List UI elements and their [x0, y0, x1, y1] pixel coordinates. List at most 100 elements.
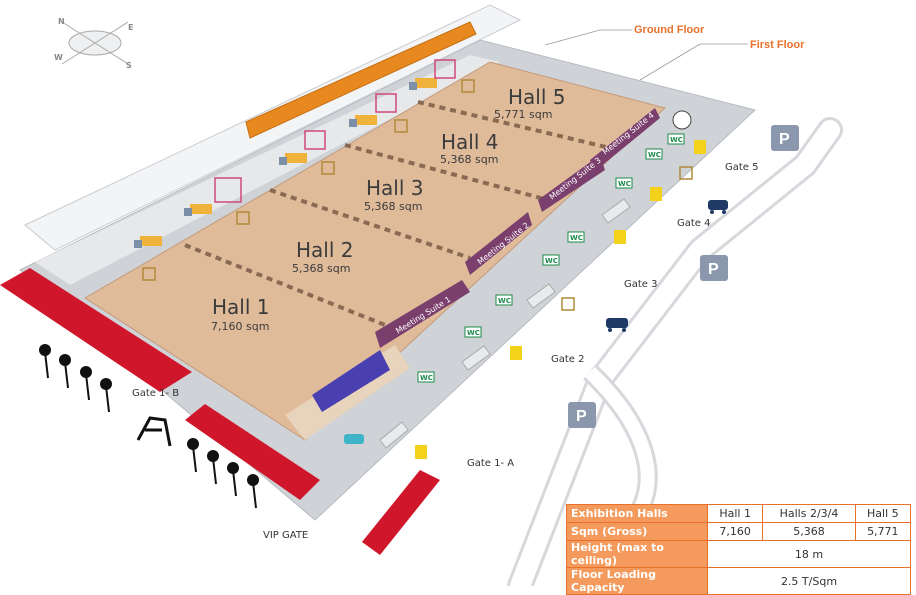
loading-dock-icon: [304, 130, 326, 150]
hall-5-name: Hall 5: [508, 85, 566, 109]
access-road-inner: [510, 120, 840, 586]
hall-5-area: 5,771 sqm: [494, 108, 552, 121]
gate-5-label: Gate 5: [725, 162, 759, 173]
table-row-label: Height (max to ceiling): [566, 540, 708, 568]
table-header-label: Exhibition Halls: [566, 504, 708, 523]
table-row: Floor Loading Capacity 2.5 T/Sqm: [566, 567, 911, 595]
registration-icon: [650, 187, 662, 201]
wc-marker: WC: [667, 133, 685, 145]
restaurant-icon: [561, 297, 575, 311]
palm-tree-icon: [187, 438, 199, 473]
escalator-icon: [461, 345, 491, 371]
svg-text:WC: WC: [648, 151, 661, 159]
table-header-cell: Hall 1: [706, 504, 764, 523]
red-strip-south: [185, 404, 320, 500]
security-icon: [672, 110, 692, 130]
svg-text:WC: WC: [618, 180, 631, 188]
side-road-inner: [585, 366, 655, 514]
vip-block: [312, 350, 390, 412]
escalator-icon: [379, 421, 409, 449]
wc-marker: WC: [417, 371, 435, 383]
wc-marker: WC: [464, 326, 482, 338]
palm-tree-icon: [247, 474, 259, 509]
palm-tree-icon: [207, 450, 219, 485]
table-row: Sqm (Gross) 7,160 5,368 5,771: [566, 522, 912, 541]
truck-icon: [184, 204, 212, 216]
sculpture-icon: [136, 416, 172, 447]
restaurant-icon: [461, 79, 475, 93]
gate-4-label: Gate 4: [677, 218, 711, 229]
compass-s: S: [126, 61, 132, 70]
palm-tree-icon: [100, 378, 112, 413]
hall-4-name: Hall 4: [441, 130, 499, 154]
first-floor-leader-d: [639, 43, 701, 81]
table-row-label: Sqm (Gross): [566, 522, 708, 541]
registration-icon: [694, 140, 706, 154]
compass-icon: N E S W: [54, 17, 133, 70]
wc-marker: WC: [542, 254, 560, 266]
svg-text:WC: WC: [670, 136, 683, 144]
hall-1-area: 7,160 sqm: [211, 320, 269, 333]
loading-dock-icon: [214, 177, 242, 203]
hall-specs-table: Exhibition Halls Hall 1 Halls 2/3/4 Hall…: [566, 504, 912, 595]
vip-gate-label: VIP GATE: [263, 530, 308, 541]
wc-marker: WC: [495, 294, 513, 306]
gate-1a-label: Gate 1- A: [467, 458, 514, 469]
wc-marker: WC: [567, 231, 585, 243]
compass-w: W: [54, 53, 63, 62]
table-cell: 5,368: [762, 522, 856, 541]
registration-icon: [510, 346, 522, 360]
escalator-icon: [601, 198, 631, 224]
svg-text:P: P: [576, 408, 587, 425]
hall-divider-1-2: [184, 243, 386, 327]
svg-text:WC: WC: [498, 297, 511, 305]
svg-text:P: P: [779, 131, 790, 148]
table-cell: 7,160: [706, 522, 764, 541]
hall-2-area: 5,368 sqm: [292, 262, 350, 275]
restaurant-icon: [679, 166, 693, 180]
truck-icon: [409, 78, 437, 90]
svg-text:WC: WC: [545, 257, 558, 265]
hall-1-name: Hall 1: [212, 295, 270, 319]
registration-icon: [614, 230, 626, 244]
svg-text:WC: WC: [467, 329, 480, 337]
truck-icon: [279, 153, 307, 165]
hall-3-area: 5,368 sqm: [364, 200, 422, 213]
hall-divider-2-3: [269, 188, 471, 260]
gate-1b-label: Gate 1- B: [132, 388, 179, 399]
table-header-cell: Halls 2/3/4: [762, 504, 856, 523]
ground-floor-leader: [544, 29, 601, 46]
palm-tree-icon: [59, 354, 71, 389]
hall-3-name: Hall 3: [366, 176, 424, 200]
hall-4-area: 5,368 sqm: [440, 153, 498, 166]
compass-e: E: [128, 23, 133, 32]
gate-3-label: Gate 3: [624, 279, 658, 290]
svg-text:P: P: [708, 261, 719, 278]
parking-icon: P: [568, 402, 596, 428]
table-row: Height (max to ceiling) 18 m: [566, 540, 911, 568]
table-row-label: Floor Loading Capacity: [566, 567, 708, 595]
restaurant-icon: [236, 211, 250, 225]
hall-2-name: Hall 2: [296, 238, 354, 262]
mezzanine-bar: [245, 21, 477, 139]
table-cell: 18 m: [707, 540, 911, 568]
first-floor-label: First Floor: [750, 39, 805, 51]
registration-icon: [415, 445, 427, 459]
red-strip-vip: [362, 470, 440, 555]
palm-tree-icon: [227, 462, 239, 497]
parking-icon: P: [771, 125, 799, 151]
ground-floor-label: Ground Floor: [634, 24, 705, 36]
parking-icon: P: [700, 255, 728, 281]
table-cell: 5,771: [854, 522, 912, 541]
red-strip-west: [0, 268, 192, 392]
table-cell: 2.5 T/Sqm: [707, 567, 911, 595]
palm-tree-icon: [80, 366, 92, 401]
wc-marker: WC: [645, 148, 663, 160]
svg-text:WC: WC: [420, 374, 433, 382]
escalator-icon: [526, 283, 556, 309]
restaurant-icon: [321, 161, 335, 175]
table-row: Exhibition Halls Hall 1 Halls 2/3/4 Hall…: [566, 504, 912, 523]
table-header-cell: Hall 5: [854, 504, 912, 523]
svg-text:WC: WC: [570, 234, 583, 242]
